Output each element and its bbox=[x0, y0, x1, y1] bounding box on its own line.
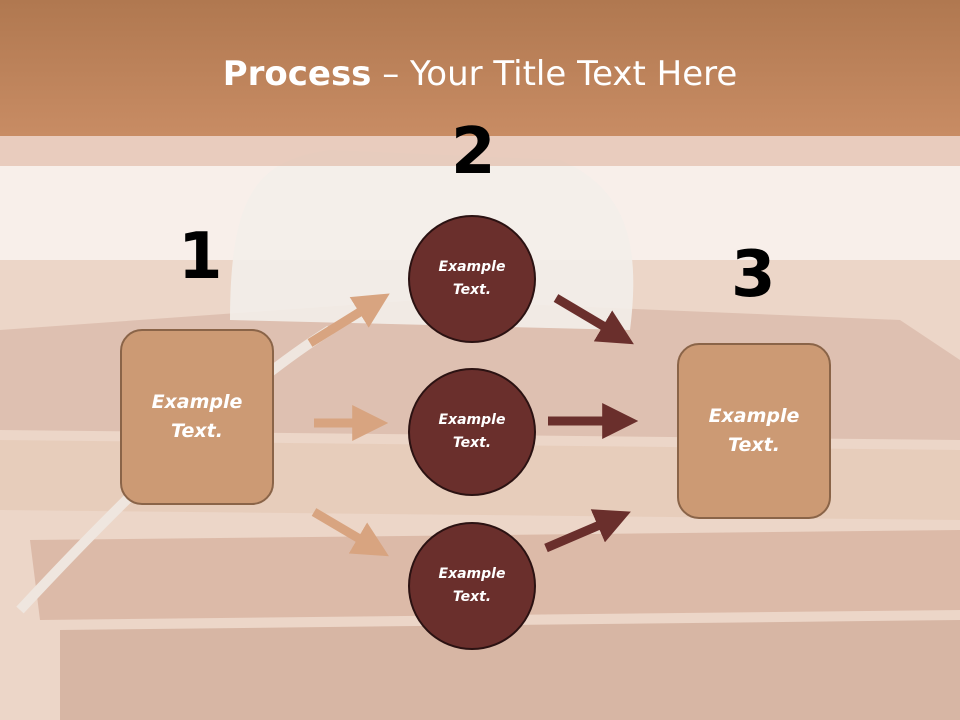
arrow-box1-to-circle-top bbox=[307, 293, 390, 347]
circle-middle: Example Text. bbox=[408, 368, 536, 496]
circle-top-line-1: Example bbox=[438, 259, 506, 275]
box-1-line-1: Example bbox=[151, 391, 243, 413]
title-bar bbox=[0, 0, 960, 136]
box-3-line-2: Text. bbox=[728, 434, 780, 456]
box-1-line-2: Text. bbox=[171, 420, 223, 442]
circle-middle-line-2: Text. bbox=[452, 435, 492, 451]
arrow-circle-bottom-to-box3 bbox=[544, 509, 631, 553]
box-step-3: Example Text. bbox=[677, 343, 831, 519]
step-number-3: 3 bbox=[731, 238, 776, 312]
title-bold: Process bbox=[222, 54, 372, 94]
step-number-2: 2 bbox=[451, 115, 496, 189]
step-number-1: 1 bbox=[178, 220, 223, 294]
circle-bottom-line-1: Example bbox=[438, 566, 506, 582]
box-3-line-1: Example bbox=[708, 405, 800, 427]
circle-middle-line-1: Example bbox=[438, 412, 506, 428]
slide-title: Process – Your Title Text Here bbox=[0, 52, 960, 96]
circle-top: Example Text. bbox=[408, 215, 536, 343]
circle-bottom: Example Text. bbox=[408, 522, 536, 650]
title-rest: – Your Title Text Here bbox=[371, 54, 738, 94]
circle-bottom-line-2: Text. bbox=[452, 589, 492, 605]
circle-top-line-2: Text. bbox=[452, 282, 492, 298]
arrow-box1-to-circle-bottom bbox=[311, 508, 389, 557]
title-sub-band bbox=[0, 136, 960, 166]
box-step-1: Example Text. bbox=[120, 329, 274, 505]
arrow-circle-top-to-box3 bbox=[553, 294, 634, 345]
